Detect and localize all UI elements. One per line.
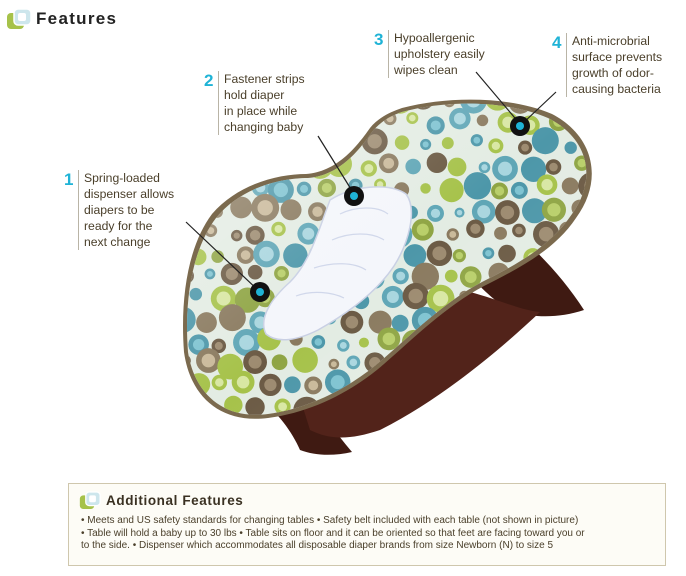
changing-table-illustration	[183, 71, 592, 455]
logo-icon	[79, 491, 101, 509]
additional-features-title: Additional Features	[106, 493, 244, 508]
callout-2-number: 2	[204, 71, 214, 90]
callout-4-number: 4	[552, 33, 562, 52]
callout-3-number: 3	[374, 30, 384, 49]
logo-icon	[7, 8, 32, 29]
page-title: Features	[36, 9, 118, 28]
additional-features-box: Additional Features • Meets and US safet…	[68, 483, 666, 566]
callout-1-number: 1	[64, 170, 74, 189]
callout-markers	[250, 116, 530, 302]
additional-features-text: • Meets and US safety standards for chan…	[81, 515, 585, 551]
